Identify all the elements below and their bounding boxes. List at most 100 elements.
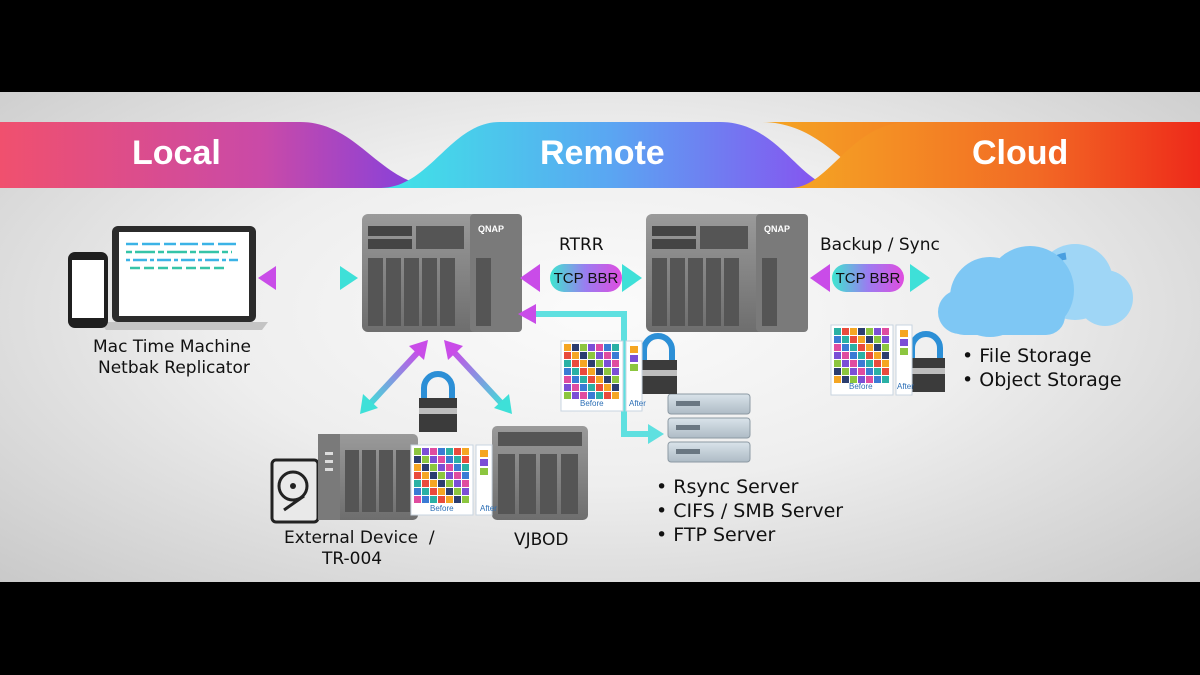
dedup-block <box>874 376 881 383</box>
phone-icon <box>68 252 108 328</box>
dedup-block <box>422 464 429 471</box>
dedup-block <box>588 360 595 367</box>
dedup-block <box>630 355 638 362</box>
dedup-block <box>572 392 579 399</box>
banner-remote-label: Remote <box>540 134 665 172</box>
dedup-block <box>866 352 873 359</box>
dedup-block <box>866 376 873 383</box>
dedup-block <box>454 480 461 487</box>
dedup-block <box>858 360 865 367</box>
cloud-icon <box>938 244 1133 337</box>
dedup-block <box>604 352 611 359</box>
dedup-block <box>612 368 619 375</box>
dedup-block <box>630 364 638 371</box>
dedup-block <box>850 328 857 335</box>
dedup-block <box>834 368 841 375</box>
dedup-block <box>866 368 873 375</box>
dedup-block <box>612 392 619 399</box>
dedup-block <box>850 368 857 375</box>
dedup-block <box>596 392 603 399</box>
dedup-block <box>438 480 445 487</box>
dedup-block <box>480 468 488 475</box>
dedup-block <box>564 344 571 351</box>
dedup-block <box>430 496 437 503</box>
dedup-block <box>612 344 619 351</box>
arrow-local-nas <box>258 266 358 290</box>
cloud-target-item: • File Storage <box>962 345 1092 367</box>
dedup-block <box>564 352 571 359</box>
dedup-block <box>874 328 881 335</box>
arrow-vjbod <box>444 340 512 414</box>
dedup-block <box>446 464 453 471</box>
dedup-block <box>438 448 445 455</box>
dedup-block <box>850 352 857 359</box>
dedup-block <box>438 464 445 471</box>
hard-drive-icon <box>270 458 320 524</box>
vjbod-label: VJBOD <box>514 530 569 550</box>
arrow-external <box>360 340 428 414</box>
tcp-bbr-pill: TCP BBR <box>553 269 619 287</box>
dedup-block <box>866 328 873 335</box>
dedup-block <box>842 336 849 343</box>
vjbod-nas-icon <box>492 426 588 520</box>
dedup-block <box>874 336 881 343</box>
banner-local-label: Local <box>132 134 221 172</box>
dedup-block <box>858 328 865 335</box>
dedup-block <box>882 360 889 367</box>
dedup-block <box>454 488 461 495</box>
lock-icon <box>639 333 677 394</box>
dedup-block <box>596 368 603 375</box>
dedup-block <box>422 488 429 495</box>
dedup-block <box>834 352 841 359</box>
dedup-block <box>588 368 595 375</box>
dedup-block <box>580 360 587 367</box>
dedup-block <box>462 488 469 495</box>
dedup-block <box>422 456 429 463</box>
cloud-ribbon-main <box>790 122 1200 188</box>
dedup-block <box>858 344 865 351</box>
dedup-block <box>454 496 461 503</box>
dedup-block <box>430 480 437 487</box>
dedup-block <box>454 464 461 471</box>
dedup-block <box>462 480 469 487</box>
dedup-block <box>414 472 421 479</box>
dedup-block <box>842 376 849 383</box>
nas-icon: QNAP <box>362 214 522 332</box>
dedup-block <box>842 352 849 359</box>
diagram-graphics: QNAP QNAP <box>68 214 1133 524</box>
dedup-block <box>572 384 579 391</box>
dedup-block <box>572 352 579 359</box>
dedup-block <box>572 344 579 351</box>
dedup-block <box>834 344 841 351</box>
dedup-block <box>834 360 841 367</box>
dedup-block <box>414 464 421 471</box>
dedup-block <box>596 344 603 351</box>
dedup-block <box>422 448 429 455</box>
dedup-block <box>462 464 469 471</box>
arrow-backup-sync <box>810 264 930 292</box>
dedup-block <box>882 368 889 375</box>
nas-brand-text: QNAP <box>478 224 504 234</box>
remote-nas-brand-text: QNAP <box>764 224 790 234</box>
dedup-block <box>588 384 595 391</box>
dedup-block <box>882 336 889 343</box>
dedup-block <box>446 448 453 455</box>
dedup-block <box>596 360 603 367</box>
dedup-block <box>596 376 603 383</box>
dedup-block <box>462 472 469 479</box>
dedup-before-label: Before <box>430 504 454 513</box>
dedup-block <box>882 328 889 335</box>
dedup-block <box>564 360 571 367</box>
dedup-block <box>572 376 579 383</box>
dedup-block <box>858 368 865 375</box>
dedup-block <box>572 368 579 375</box>
dedup-after-label: After <box>629 399 646 408</box>
dedup-block <box>446 472 453 479</box>
server-list-item: • CIFS / SMB Server <box>656 500 844 522</box>
dedup-block <box>454 472 461 479</box>
dedup-block <box>882 344 889 351</box>
dedup-block <box>446 496 453 503</box>
dedup-block <box>900 348 908 355</box>
server-list-item: • Rsync Server <box>656 476 799 498</box>
dedup-block <box>834 336 841 343</box>
